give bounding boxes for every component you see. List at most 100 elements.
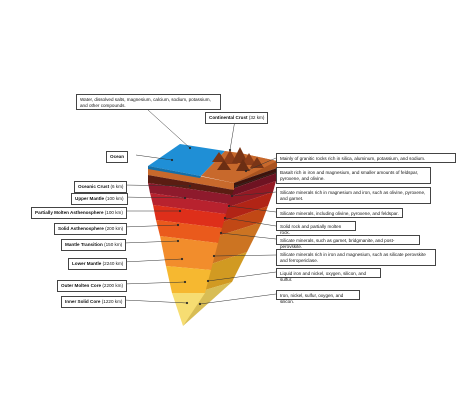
desc-partially-molten-text: Silicate minerals, including olivine, py… [280,211,399,216]
desc-mantle-transition-text: Silicate minerals, such as garnet, bridg… [280,238,395,249]
leader-ocean-dot [170,158,174,162]
leader-desc-outer-core [207,271,277,282]
leader-desc-outer-core-dot [206,279,210,283]
desc-oceanic-text: Basalt rich in iron and magnesium, and s… [280,170,419,181]
desc-partially-molten: Silicate minerals, including olivine, py… [276,208,403,218]
mountain-3 [232,147,248,163]
mountain-4 [242,153,256,165]
desc-inner-core-text: Iron, nickel, sulfur, oxygen, and silico… [280,293,344,304]
desc-upper-mantle-text: Silicate minerals rich in magnesium and … [280,190,426,201]
label-solid-asthenosphere-name: Solid Asthenosphere [58,226,104,231]
leader-ocean-composition [147,109,191,149]
label-continental-detail: (32 km) [248,115,265,120]
leader-upper-mantle [121,196,186,199]
leader-desc-solid-asthenosphere [224,217,277,227]
front-lower-mantle [160,236,218,270]
leader-desc-oceanic [235,171,277,187]
leader-desc-mantle-transition-dot [219,231,223,235]
wedge-top-surface [148,144,277,183]
label-lower-mantle-name: Lower Mantle [72,261,102,266]
leader-ocean [135,154,173,161]
label-partially-molten-name: Partially Molten Asthenosphere [35,210,104,215]
desc-lower-mantle-text: Silicate minerals rich in iron and magne… [280,252,426,263]
front-mantle-transition [156,220,222,243]
label-partially-molten: Partially Molten Asthenosphere (100 km) [31,207,127,219]
desc-continental-text: Mainly of granitic rocks rich in silica,… [280,156,426,161]
label-continental-crust: Continental Crust (32 km) [205,112,269,124]
label-ocean: Ocean [106,151,129,163]
side-upper-mantle [229,173,277,197]
label-oceanic-name: Oceanic Crust [78,184,110,189]
leader-desc-solid-asthenosphere-dot [223,216,227,220]
side-oceanic [232,168,277,189]
side-inner-core [183,282,232,326]
leader-oceanic-dot [188,184,192,188]
desc-mantle-transition: Silicate minerals, such as garnet, bridg… [276,235,420,249]
desc-lower-mantle: Silicate minerals rich in iron and magne… [276,249,436,266]
label-upper-mantle: Upper Mantle (100 km) [71,193,128,205]
label-outer-core: Outer Molten Core (2200 km) [57,280,128,292]
leader-desc-upper-mantle-dot [230,194,234,198]
leader-desc-inner-core-dot [198,302,202,306]
leader-desc-mantle-transition [220,232,277,240]
leader-partially-molten-dot [178,209,182,213]
leader-inner-core [123,299,188,304]
leader-desc-continental-dot [244,169,248,173]
label-mantle-transition-detail: (150 km) [104,242,123,247]
label-ocean-name: Ocean [110,154,125,159]
mountain-6 [217,160,231,170]
label-outer-core-name: Outer Molten Core [61,283,102,288]
desc-continental-crust: Mainly of granitic rocks rich in silica,… [276,153,456,163]
front-partially-molten [150,193,229,214]
desc-solid-asthenosphere-text: Solid rock and partially molten rock. [280,224,342,235]
desc-solid-asthenosphere: Solid rock and partially molten rock. [276,221,356,235]
front-inner-core [172,293,205,326]
front-outer-core [166,266,211,293]
label-outer-core-detail: (2200 km) [102,283,124,288]
leader-outer-core [123,281,186,285]
label-mantle-transition: Mantle Transition (150 km) [61,239,127,251]
top-ocean-shade [148,166,201,178]
side-lower-mantle [211,222,262,264]
top-ocean [148,144,225,176]
leader-desc-partially-molten-dot [227,204,231,208]
leader-desc-upper-mantle [231,191,277,197]
leader-desc-continental [245,157,277,172]
side-solid-asthenosphere [222,192,273,222]
leader-ocean-composition-dot [188,146,192,150]
front-upper-mantle [148,183,232,204]
label-solid-asthenosphere-detail: (200 km) [105,226,124,231]
leader-desc-lower-mantle-dot [212,254,216,258]
label-upper-mantle-detail: (100 km) [105,196,124,201]
desc-upper-mantle: Silicate minerals rich in magnesium and … [276,187,431,204]
label-upper-mantle-name: Upper Mantle [75,196,105,201]
ocean-composition-box: Water, dissolved salts, magnesium, calci… [76,94,221,110]
label-lower-mantle: Lower Mantle (2240 km) [68,258,128,270]
leader-upper-mantle-dot [183,196,187,200]
label-oceanic-crust: Oceanic Crust (6 km) [74,181,128,193]
ocean-composition-text: Water, dissolved salts, magnesium, calci… [80,97,211,108]
label-solid-asthenosphere: Solid Asthenosphere (200 km) [54,223,128,235]
leader-outer-core-dot [183,280,187,284]
leader-desc-inner-core [199,293,277,305]
label-partially-molten-detail: (100 km) [104,210,123,215]
label-continental-name: Continental Crust [209,115,248,120]
leader-solid-asthenosphere [123,224,179,228]
label-lower-mantle-detail: (2240 km) [102,261,124,266]
mountain-7 [236,159,250,171]
mountain-1 [212,152,226,162]
front-oceanic [148,175,234,195]
label-inner-core-name: Inner Solid Core [65,299,101,304]
label-inner-core-detail: (1220 km) [101,299,123,304]
leader-solid-asthenosphere-dot [176,223,180,227]
leader-continental [229,119,236,151]
leader-lines [121,109,277,306]
side-outer-core [205,252,247,290]
leader-mantle-transition-dot [176,239,180,243]
desc-outer-core: Liquid iron and nickel, oxygen, silicon,… [276,268,381,282]
leader-lower-mantle-dot [180,257,184,261]
leader-inner-core-dot [185,301,189,305]
leader-continental-dot [228,148,232,152]
